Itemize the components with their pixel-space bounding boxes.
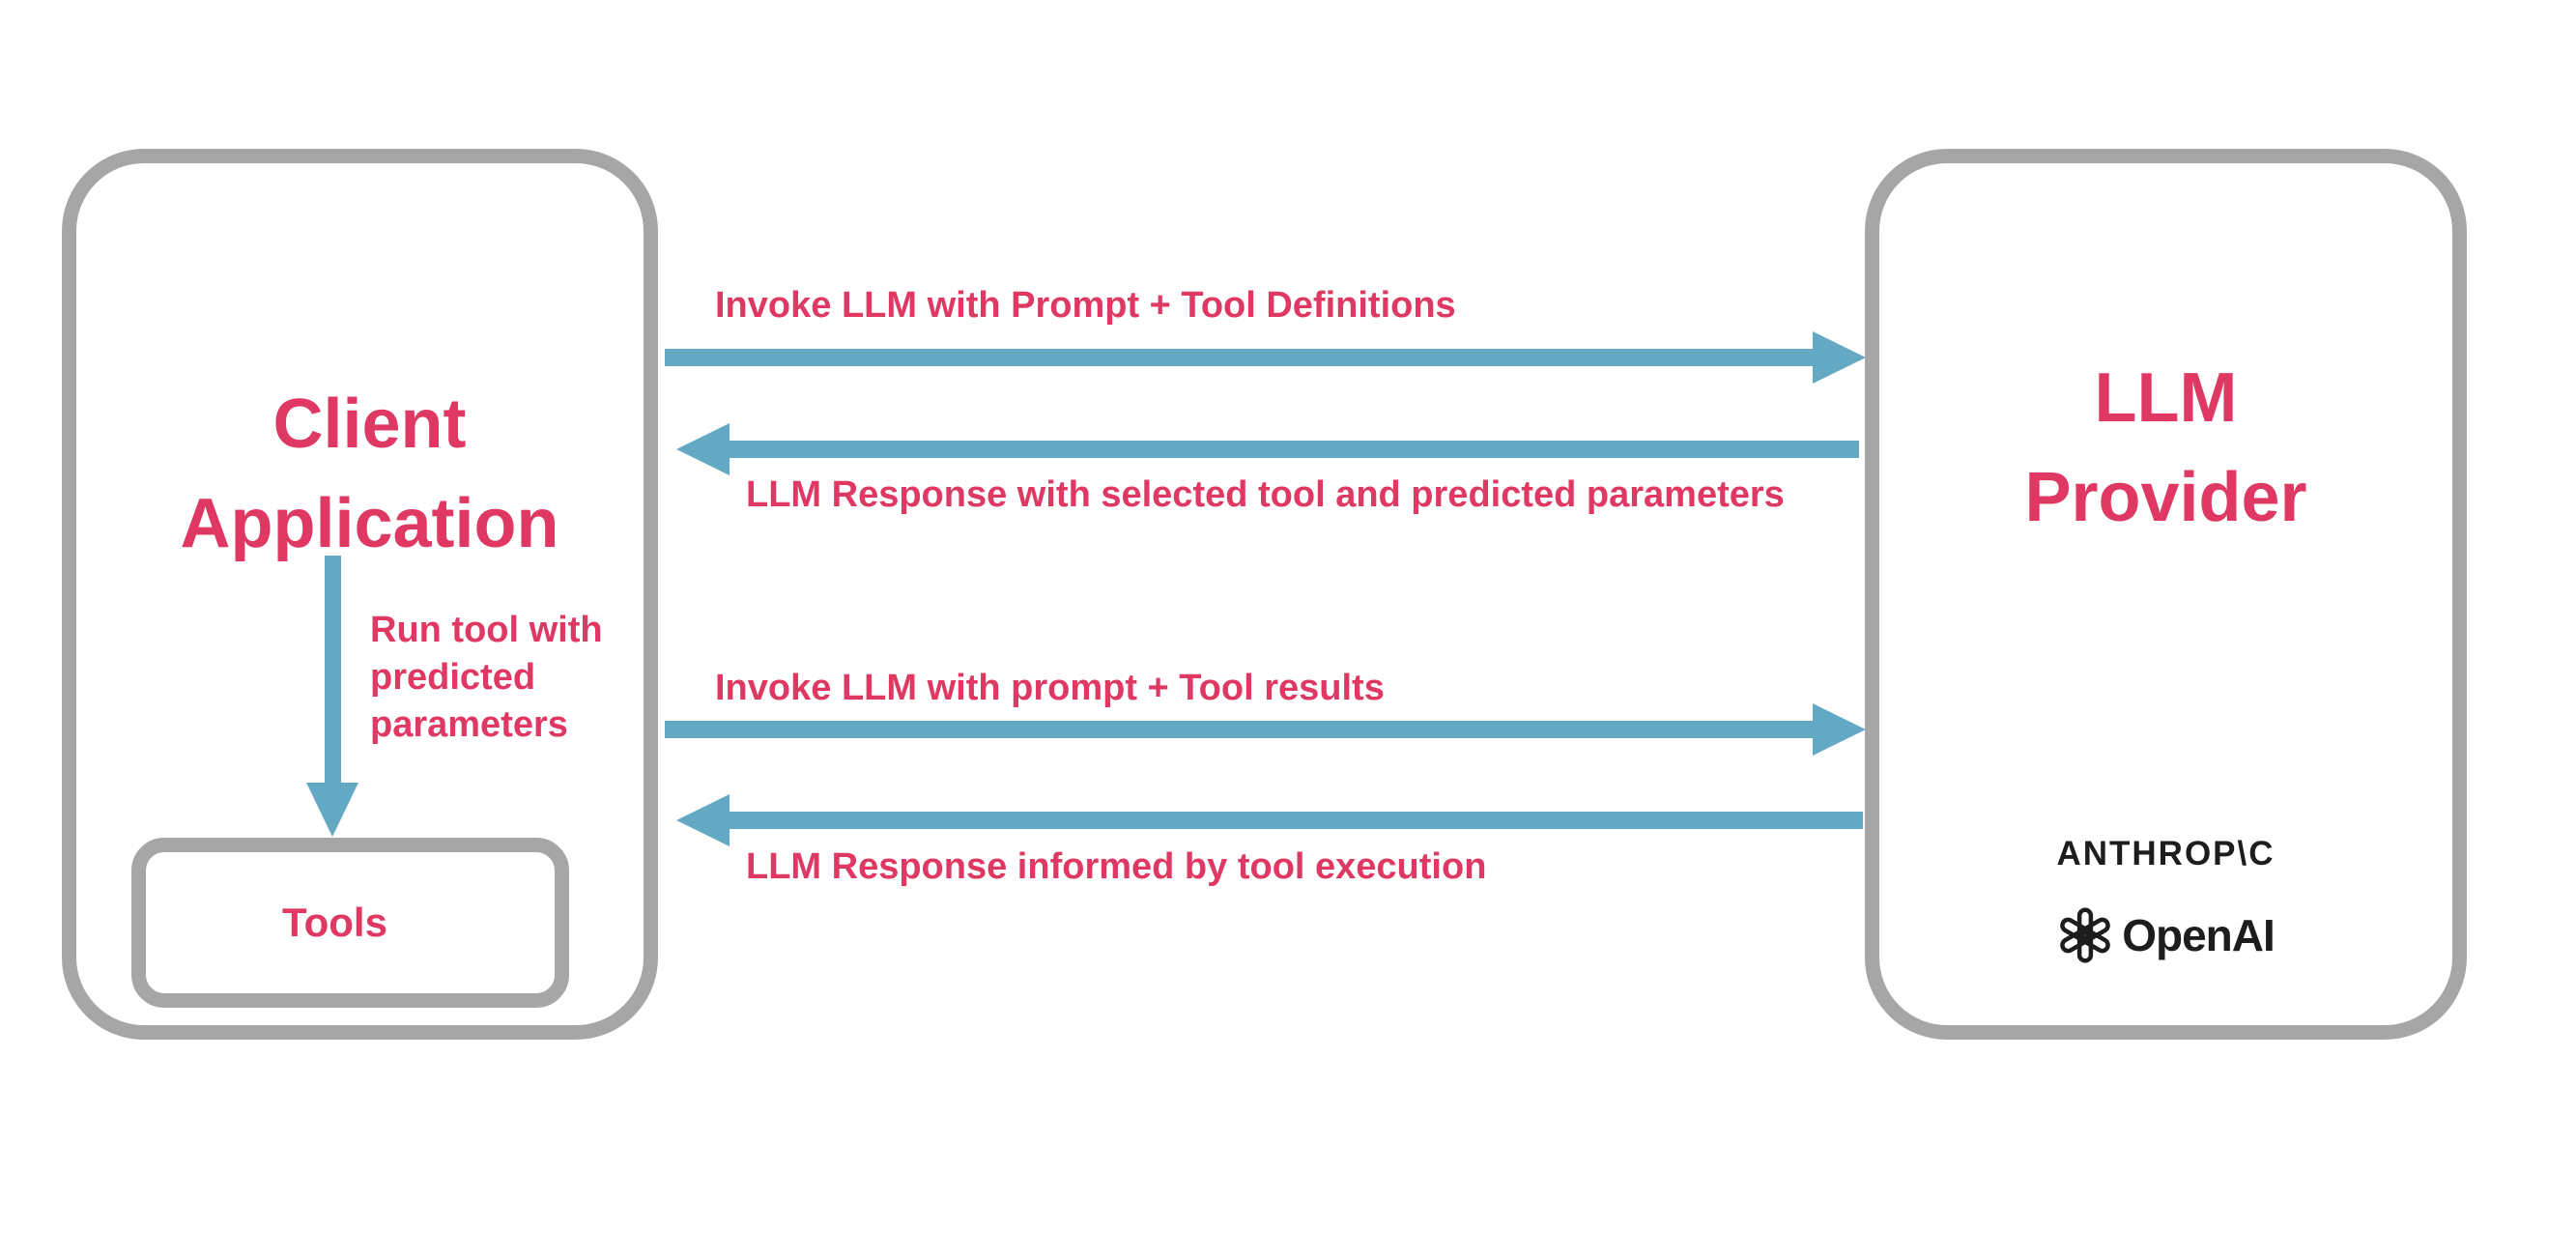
arrow3-head-right-icon xyxy=(1813,703,1866,756)
arrow4-shaft xyxy=(730,812,1863,829)
openai-wordmark: OpenAI xyxy=(2122,910,2275,960)
arrow2-label: LLM Response with selected tool and pred… xyxy=(746,474,1785,515)
llm-title-line2: Provider xyxy=(2024,459,2307,536)
arrow3-shaft xyxy=(665,721,1813,738)
client-title-line1: Client xyxy=(272,386,467,463)
tools-label: Tools xyxy=(282,900,387,945)
run-tool-arrow-head-down-icon xyxy=(306,783,358,837)
llm-provider-box xyxy=(1865,149,2467,1040)
llm-title-line1: LLM xyxy=(2094,359,2238,437)
arrow1-shaft xyxy=(665,349,1813,366)
client-title-line2: Application xyxy=(180,485,559,562)
arrow4-label: LLM Response informed by tool execution xyxy=(746,846,1487,887)
client-application-title: Client Application xyxy=(72,375,668,574)
llm-provider-title: LLM Provider xyxy=(1865,349,2467,548)
arrow2-head-left-icon xyxy=(676,423,730,475)
anthropic-wordmark: ANTHROP\C xyxy=(2056,835,2275,872)
tools-label-wrap: Tools xyxy=(131,838,569,1008)
arrow4-head-left-icon xyxy=(676,794,730,846)
arrow1-head-right-icon xyxy=(1813,331,1866,384)
arrow1-label: Invoke LLM with Prompt + Tool Definition… xyxy=(715,285,1456,326)
run-tool-arrow-shaft xyxy=(325,556,341,784)
openai-logo-row: OpenAI xyxy=(1865,905,2467,965)
arrow2-shaft xyxy=(730,441,1859,458)
run-tool-note: Run tool with predicted parameters xyxy=(370,610,603,745)
arrow3-label: Invoke LLM with prompt + Tool results xyxy=(715,668,1385,708)
tools-box xyxy=(131,838,569,1008)
openai-logo-icon xyxy=(2060,907,2111,963)
